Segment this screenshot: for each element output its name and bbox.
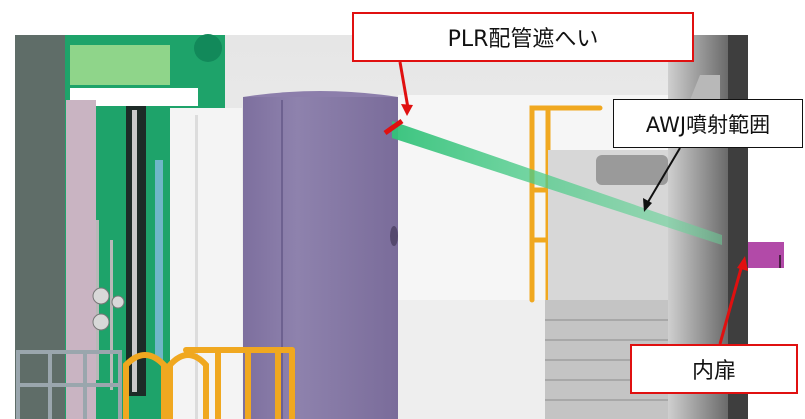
- plr-leader: [398, 61, 410, 109]
- callout-plr-shield: PLR配管遮へい: [352, 12, 694, 62]
- plr-leader-arrowhead: [401, 104, 413, 116]
- left-dark-strip: [15, 35, 65, 419]
- callout-awj-range-text: AWJ噴射範囲: [645, 112, 771, 137]
- callout-inner-door-text: 内扉: [691, 359, 736, 384]
- inner-door-leader: [718, 264, 744, 345]
- plr-marker: [383, 118, 404, 136]
- awj-jet-band: [392, 121, 722, 245]
- inner-door-block: [748, 242, 784, 268]
- white-column-edge: [195, 115, 198, 419]
- callout-inner-door: 内扉: [630, 344, 798, 394]
- bottom-railing: [123, 347, 295, 419]
- callout-awj-range: AWJ噴射範囲: [613, 99, 803, 148]
- middle-floor: [398, 300, 548, 419]
- grey-railing: [16, 350, 122, 419]
- awj-leader-arrowhead: [643, 198, 652, 212]
- awj-leader: [647, 147, 681, 203]
- callout-plr-shield-text: PLR配管遮へい: [447, 27, 599, 52]
- inner-door-leader-arrowhead: [737, 256, 748, 271]
- pressure-vessel: [243, 91, 398, 419]
